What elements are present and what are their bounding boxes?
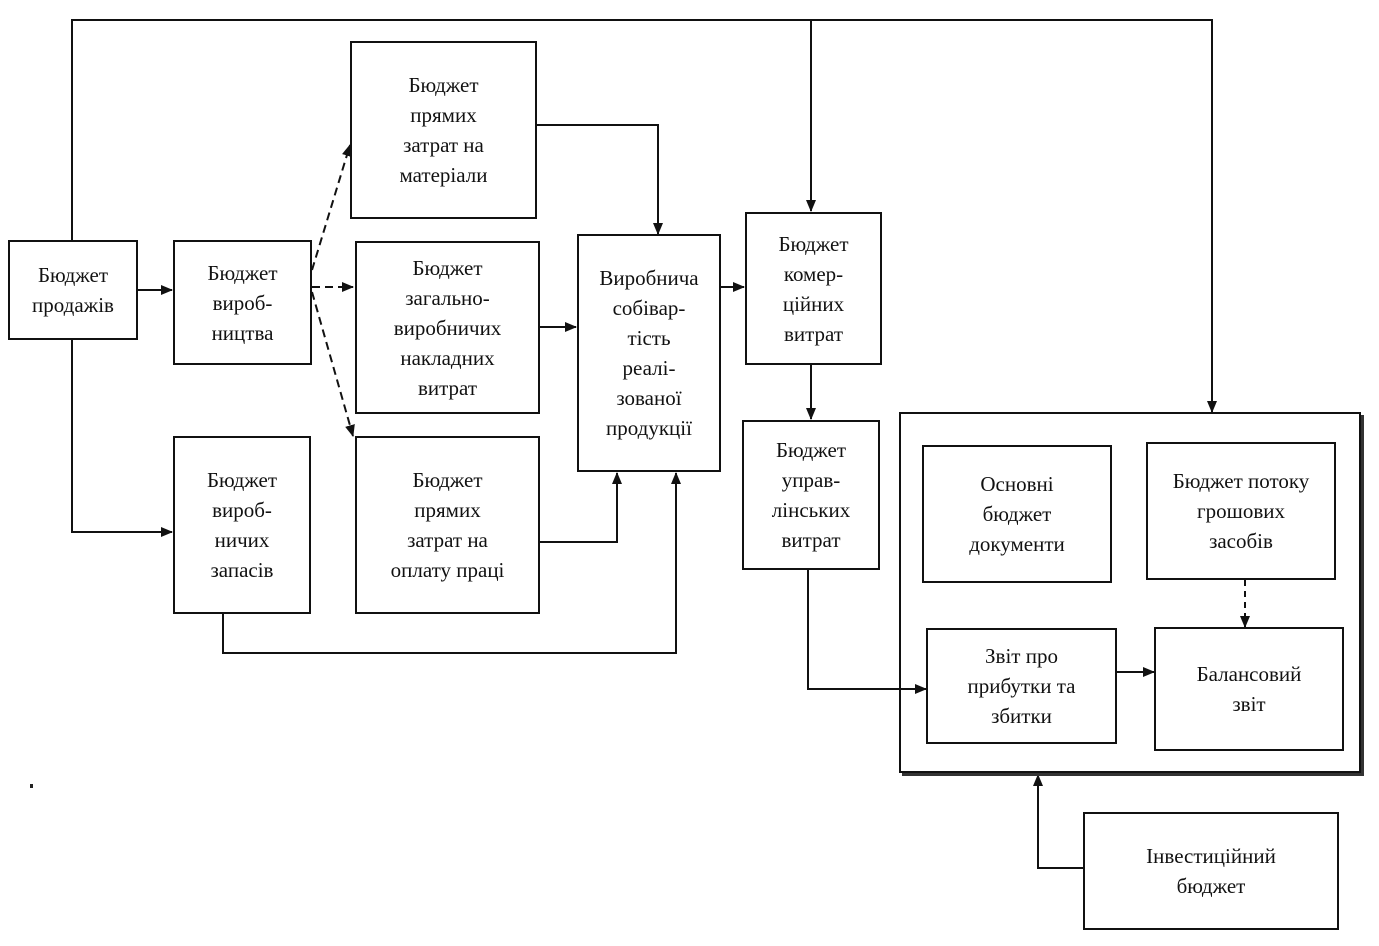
edge-materials-cost [537,124,663,235]
node-labor-budget: Бюджет прямих затрат на оплату праці [355,436,540,614]
node-production-budget-label: Бюджет вироб- ництва [207,260,278,345]
node-overhead-budget-label: Бюджет загально- виробничих накладних ви… [393,255,502,400]
edge-admin-income [807,570,927,694]
node-balance-sheet-label: Балансовий звіт [1196,662,1302,716]
node-main-documents-label: Основні бюджет документи [969,472,1065,556]
node-admin-budget-label: Бюджет управ- лінських витрат [771,438,851,552]
node-commercial-budget-label: Бюджет комер- ційних витрат [778,231,849,346]
node-investment-budget: Інвестиційний бюджет [1083,812,1339,930]
edge-sales-top-bus [71,19,1217,413]
edge-labor-cost [540,472,622,543]
node-balance-sheet: Балансовий звіт [1154,627,1344,751]
node-production-cost: Виробнича собівар- тість реалі- зованої … [577,234,721,472]
node-main-documents: Основні бюджет документи [922,445,1112,583]
node-inventory-budget: Бюджет вироб- ничих запасів [173,436,311,614]
edge-sales-inventory [71,340,173,537]
stray-mark [30,784,33,788]
node-income-statement: Звіт про прибутки та збитки [926,628,1117,744]
node-sales-budget-label: Бюджет продажів [32,263,114,317]
node-investment-budget-label: Інвестиційний бюджет [1146,844,1276,898]
node-materials-budget: Бюджет прямих затрат на матеріали [350,41,537,219]
node-inventory-budget-label: Бюджет вироб- ничих запасів [206,468,278,582]
node-sales-budget: Бюджет продажів [8,240,138,340]
node-labor-budget-label: Бюджет прямих затрат на оплату праці [390,468,505,582]
master-budget-group [899,412,1361,773]
node-materials-budget-label: Бюджет прямих затрат на матеріали [399,73,488,187]
node-admin-budget: Бюджет управ- лінських витрат [742,420,880,570]
edge-production-labor [311,291,355,437]
node-overhead-budget: Бюджет загально- виробничих накладних ви… [355,241,540,414]
node-commercial-budget: Бюджет комер- ційних витрат [745,212,882,365]
edge-inventory-cost [222,472,681,654]
edge-production-materials [311,144,352,271]
node-cash-flow-budget: Бюджет потоку грошових засобів [1146,442,1336,580]
edge-investment-group [1033,774,1083,869]
node-production-cost-label: Виробнича собівар- тість реалі- зованої … [599,266,699,440]
node-production-budget: Бюджет вироб- ництва [173,240,312,365]
node-income-statement-label: Звіт про прибутки та збитки [967,644,1076,728]
node-cash-flow-budget-label: Бюджет потоку грошових засобів [1172,469,1310,553]
